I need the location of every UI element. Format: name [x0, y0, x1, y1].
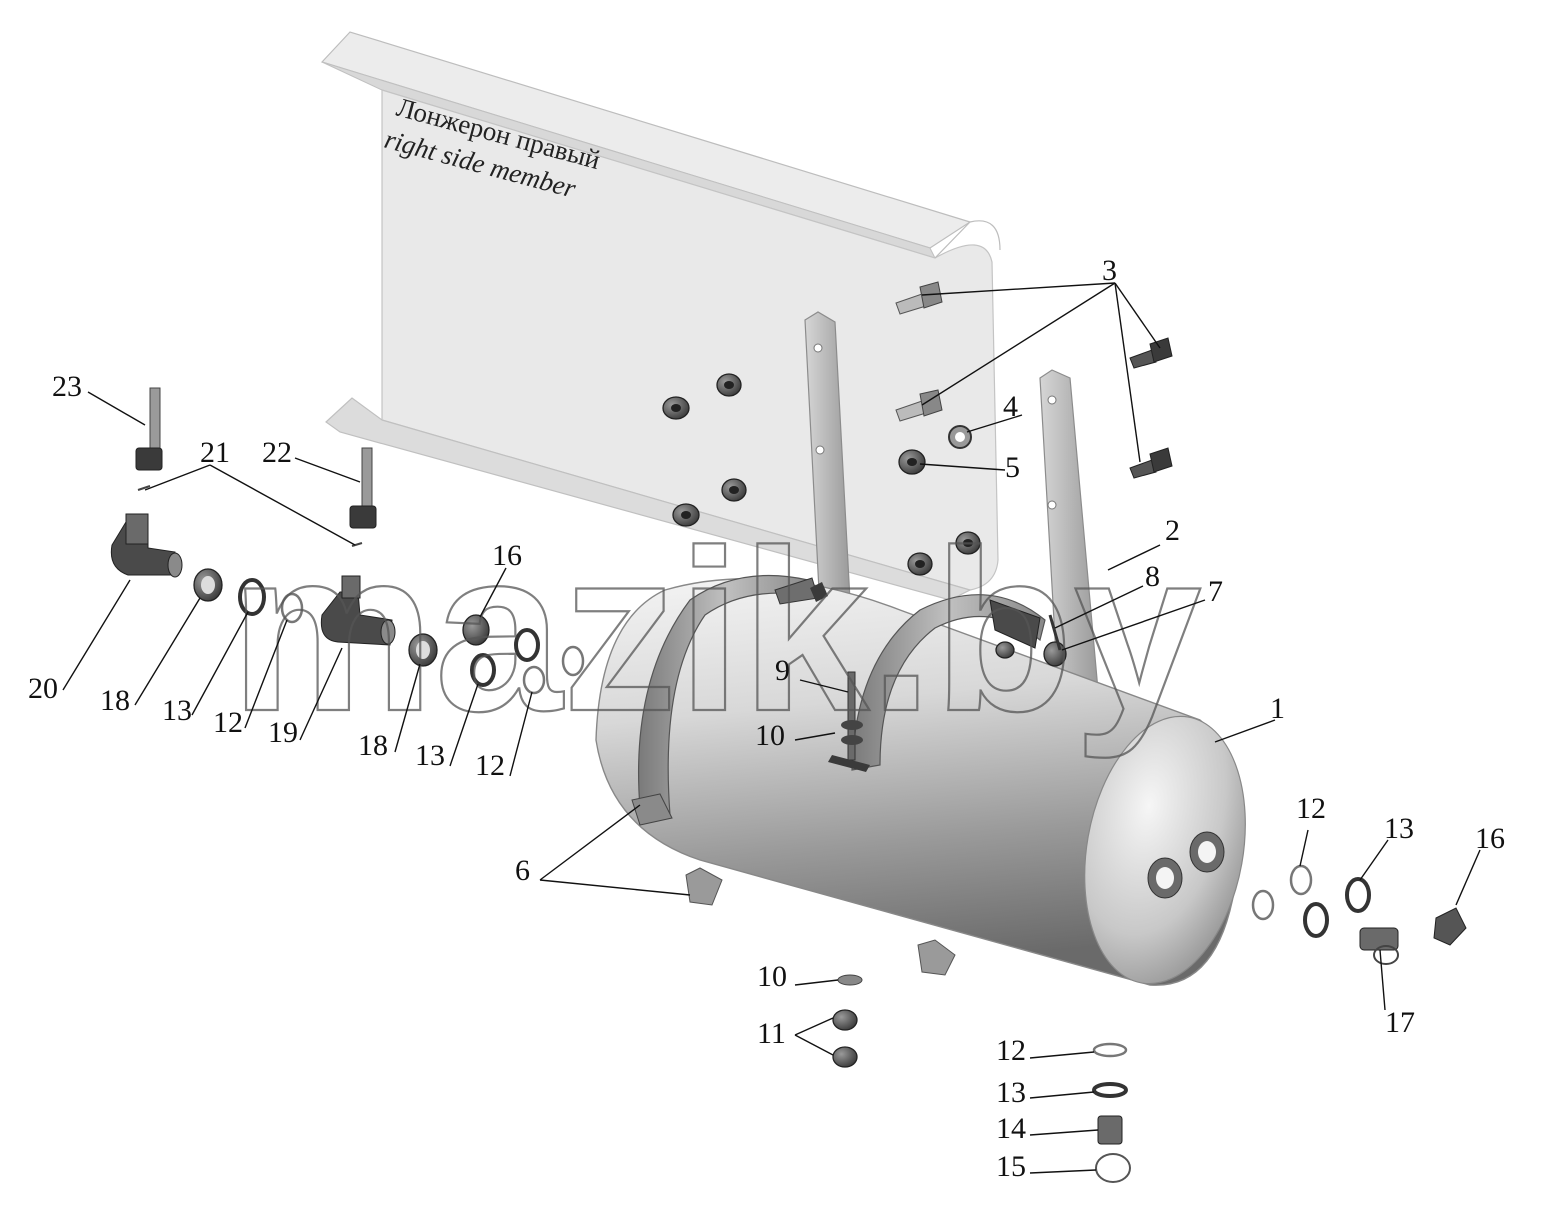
ring-13 [1345, 877, 1371, 913]
callouts: 3 4 5 2 8 7 1 9 10 6 10 11 12 13 14 15 1… [28, 254, 1505, 1183]
ring-13 [470, 653, 496, 687]
callout-4: 4 [1003, 390, 1018, 423]
elbow-20 [110, 513, 183, 578]
callout-2: 2 [1165, 514, 1180, 547]
nut [716, 373, 742, 397]
callout-9: 9 [775, 654, 790, 687]
ring-15 [1095, 1153, 1131, 1183]
nut [907, 552, 933, 576]
fitting-23 [135, 387, 163, 471]
nut-18 [408, 633, 438, 667]
callout-10-top: 10 [755, 719, 785, 752]
ring-12 [1289, 864, 1313, 896]
air-receiver-tank [595, 578, 1246, 986]
ring-13 [1303, 902, 1329, 938]
nut-5 [898, 449, 926, 475]
bolt [1129, 447, 1173, 479]
ring-12 [1092, 1042, 1128, 1058]
fitting-22 [349, 447, 377, 529]
callout-7: 7 [1208, 575, 1223, 608]
bracket-right [1039, 369, 1099, 691]
drain-valve-17 [1359, 927, 1399, 965]
callout-8: 8 [1145, 560, 1160, 593]
ring-12 [280, 592, 304, 624]
plug-16 [462, 614, 490, 646]
leader-lines [62, 282, 1481, 1174]
callout-17: 17 [1385, 1006, 1415, 1039]
ring-13 [238, 578, 266, 616]
nut-18 [193, 568, 223, 602]
callout-12-left: 12 [213, 706, 243, 739]
nut [721, 478, 747, 502]
tee-19 [320, 575, 396, 646]
callout-10-bottom: 10 [757, 960, 787, 993]
callout-21: 21 [200, 436, 230, 469]
bolts-3 [895, 281, 1173, 479]
callout-12-right: 12 [1296, 792, 1326, 825]
ring-12 [522, 665, 546, 695]
member-nuts [662, 373, 981, 576]
nut-11 [832, 1046, 858, 1068]
callout-22: 22 [262, 436, 292, 469]
callout-18-mid: 18 [358, 729, 388, 762]
callout-16-left: 16 [492, 539, 522, 572]
nut [672, 503, 700, 527]
nut [662, 396, 690, 420]
nut-11 [832, 1009, 858, 1031]
callout-1: 1 [1270, 692, 1285, 725]
callout-16-right: 16 [1475, 822, 1505, 855]
callout-20: 20 [28, 672, 58, 705]
ring-13 [1092, 1082, 1128, 1098]
ring-12 [514, 628, 540, 662]
nut [955, 531, 981, 555]
washer-10 [837, 974, 863, 986]
callout-23: 23 [52, 370, 82, 403]
tank-port [1189, 831, 1225, 873]
callout-3: 3 [1102, 254, 1117, 287]
callout-13-right: 13 [1384, 812, 1414, 845]
callout-19: 19 [268, 716, 298, 749]
ring-12 [561, 645, 585, 677]
tank-port [1147, 857, 1183, 899]
callout-13-mid: 13 [415, 739, 445, 772]
pin-21 [137, 485, 363, 547]
drain-plug-14 [1097, 1115, 1123, 1145]
plug-16 [1433, 907, 1467, 946]
callout-11: 11 [757, 1017, 786, 1050]
strap-front [631, 574, 819, 826]
callout-12-mid: 12 [475, 749, 505, 782]
callout-18-left: 18 [100, 684, 130, 717]
bracket-left [804, 311, 851, 611]
right-side-member: Лонжерон правый right side member [320, 31, 1001, 601]
bolt [895, 389, 943, 422]
ring-12 [1251, 889, 1275, 921]
strap-rear [851, 594, 1046, 771]
clamp-bolt [828, 671, 870, 772]
bracket-bolt [810, 582, 1067, 667]
callout-13-left: 13 [162, 694, 192, 727]
callout-14: 14 [996, 1112, 1026, 1145]
callout-5: 5 [1005, 451, 1020, 484]
callout-6: 6 [515, 854, 530, 887]
watermark: mazik.by [230, 502, 1202, 759]
bolt [1129, 337, 1173, 369]
washer-4 [948, 425, 972, 449]
callout-15: 15 [996, 1150, 1026, 1183]
callout-13-bottom: 13 [996, 1076, 1026, 1109]
callout-12-bottom: 12 [996, 1034, 1026, 1067]
